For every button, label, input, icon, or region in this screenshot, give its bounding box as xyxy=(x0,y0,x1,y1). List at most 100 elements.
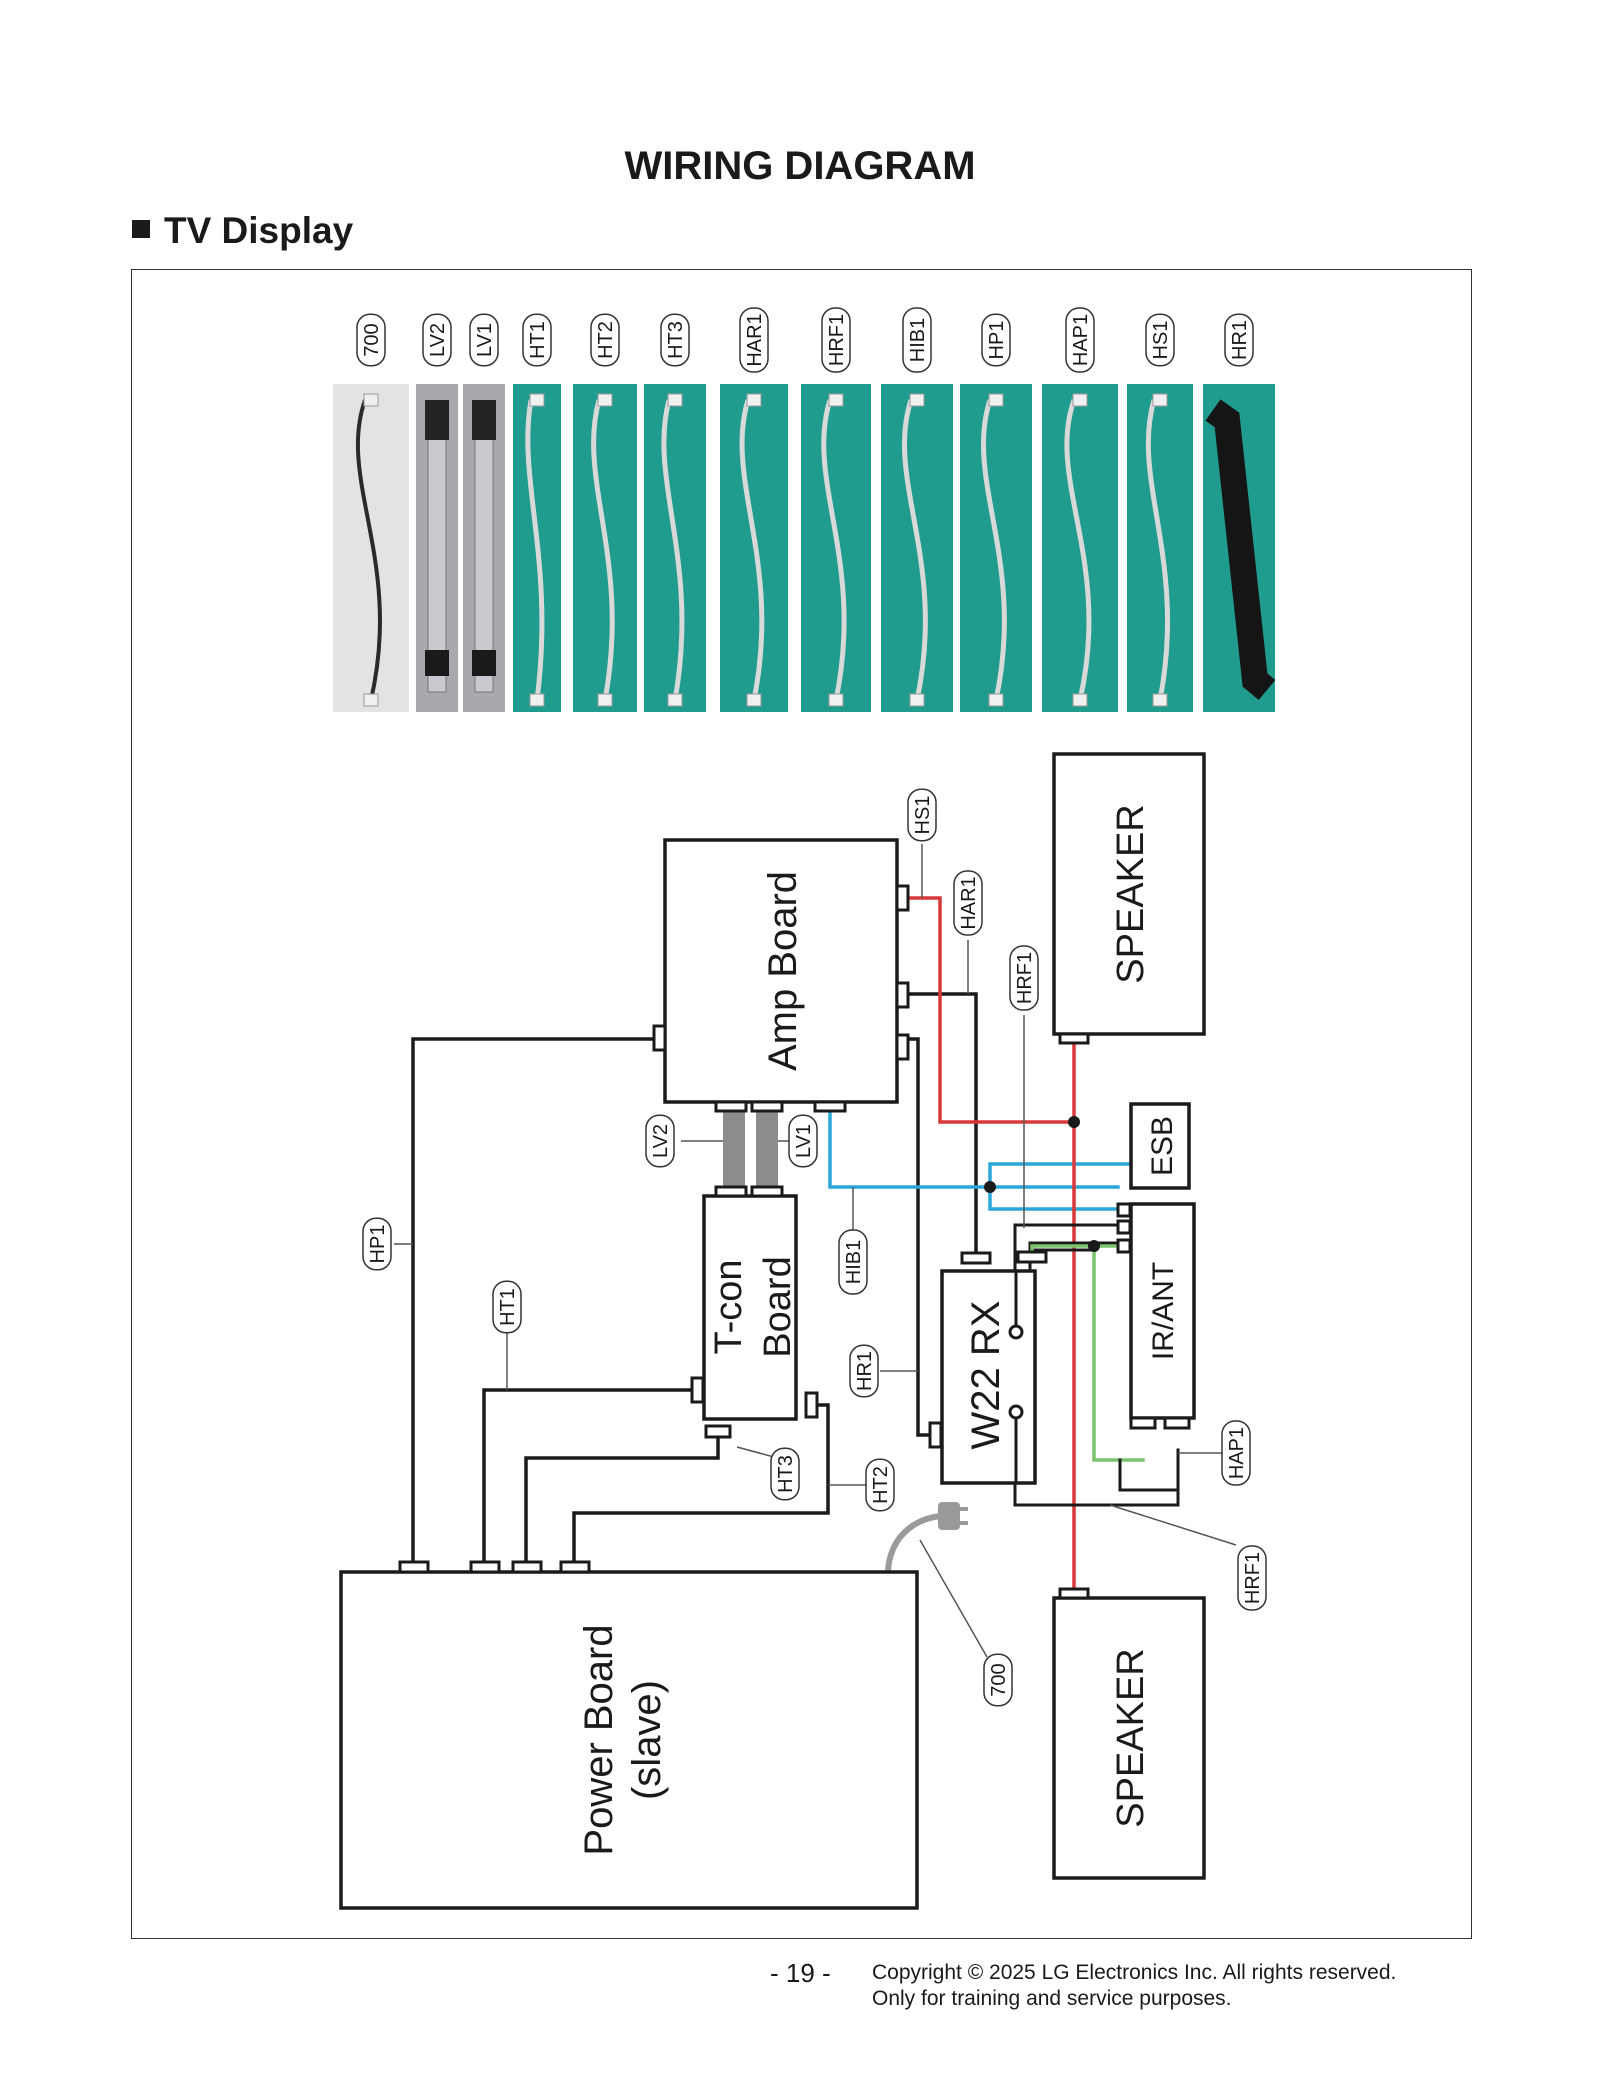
hs1-speaker-wire xyxy=(908,896,1076,1124)
ir-connector-hap1-a xyxy=(1129,1416,1157,1430)
cable-tag-hr1: HR1 xyxy=(1224,313,1254,367)
ir-connector-2 xyxy=(1116,1219,1132,1235)
cable-tag-ht2: HT2 xyxy=(590,313,620,367)
tag-har1: HAR1 xyxy=(953,870,983,936)
cable-tag-har1-text: HAR1 xyxy=(744,313,766,366)
cable-tag-har1: HAR1 xyxy=(739,307,769,373)
tag-hib1-text: HIB1 xyxy=(843,1240,865,1284)
ht3-wire xyxy=(524,1436,720,1565)
cable-tag-hs1: HS1 xyxy=(1145,313,1175,367)
tcon-board-box xyxy=(702,1194,798,1421)
blue-junction-dot xyxy=(984,1181,996,1193)
w22-connector-har1 xyxy=(960,1251,992,1265)
cable-photo-hrf1 xyxy=(801,384,871,712)
cable-tag-ht1: HT1 xyxy=(522,313,552,367)
square-bullet-icon xyxy=(132,220,150,239)
tcon-connector-ht2 xyxy=(804,1391,819,1419)
cable-tag-lv1: LV1 xyxy=(469,313,499,367)
cable-photo-hr1 xyxy=(1203,384,1276,712)
copyright-notice: Copyright © 2025 LG Electronics Inc. All… xyxy=(872,1960,1396,2012)
connector-layer xyxy=(398,884,1191,1600)
cable-tag-hib1: HIB1 xyxy=(902,307,932,373)
amp-connector-lv1 xyxy=(750,1100,784,1113)
cable-tag-lv2-text: LV2 xyxy=(427,323,449,357)
cable-photo-hp1 xyxy=(960,384,1032,712)
power-connector-ht1 xyxy=(469,1560,501,1574)
copyright-line-2: Only for training and service purposes. xyxy=(872,1987,1232,2010)
cable-tag-hs1-text: HS1 xyxy=(1150,321,1172,360)
cable-photo-700 xyxy=(333,384,409,712)
w22-terminal-upper xyxy=(1008,1324,1024,1340)
amp-board-box xyxy=(663,838,899,1104)
amp-connector-hr1 xyxy=(895,1033,910,1061)
power-board-box xyxy=(339,1570,919,1910)
power-connector-hp1 xyxy=(398,1560,430,1574)
amp-connector-hp1 xyxy=(652,1024,667,1052)
copyright-line-1: Copyright © 2025 LG Electronics Inc. All… xyxy=(872,1961,1397,1984)
tag-hr1-text: HR1 xyxy=(854,1351,876,1391)
cable-tag-hib1-text: HIB1 xyxy=(907,318,929,362)
cable-photo-ht1 xyxy=(513,384,561,712)
cable-tag-lv2: LV2 xyxy=(422,313,452,367)
power-cord xyxy=(884,1512,944,1575)
tcon-board-label-1: T-con xyxy=(708,1259,750,1354)
tag-ht2-text: HT2 xyxy=(870,1466,892,1504)
amp-connector-hib1 xyxy=(813,1100,847,1113)
tag-ht1: HT1 xyxy=(492,1280,522,1334)
cable-tag-hrf1: HRF1 xyxy=(821,307,851,373)
power-connector-ht2 xyxy=(559,1560,591,1574)
cable-photo-ht2 xyxy=(573,384,637,712)
cable-tag-hr1-text: HR1 xyxy=(1229,320,1251,360)
tag-hrf1-upper-text: HRF1 xyxy=(1014,952,1036,1004)
ht1-wire xyxy=(482,1388,696,1565)
tcon-connector-ht1 xyxy=(690,1376,705,1404)
ir-connector-1 xyxy=(1116,1202,1132,1218)
har1-wire xyxy=(908,992,978,1254)
tag-hrf1-lower-text: HRF1 xyxy=(1242,1552,1264,1604)
cable-photo-hap1 xyxy=(1042,384,1118,712)
board-layer xyxy=(339,752,1206,1910)
cable-photo-lv1 xyxy=(463,384,505,712)
power-board-label-1: Power Board xyxy=(577,1624,621,1855)
cable-photo-hib1 xyxy=(881,384,953,712)
tag-hs1-text: HS1 xyxy=(912,796,934,835)
tag-ht3: HT3 xyxy=(770,1447,800,1501)
amp-board-label: Amp Board xyxy=(761,871,805,1071)
w22-connector-hr1 xyxy=(928,1421,943,1449)
w22-terminal-lower xyxy=(1008,1404,1024,1420)
esb-label: ESB xyxy=(1146,1116,1179,1176)
cable-tag-ht3: HT3 xyxy=(660,313,690,367)
speaker-bottom-box xyxy=(1052,1596,1206,1880)
diagram-frame xyxy=(131,269,1472,1939)
section-heading-text: TV Display xyxy=(164,210,354,251)
esb-box xyxy=(1129,1102,1191,1190)
tcon-connector-ht3 xyxy=(704,1424,732,1439)
cable-tag-700: 700 xyxy=(356,313,386,367)
tag-hp1: HP1 xyxy=(362,1217,392,1271)
cable-photo-hs1 xyxy=(1127,384,1193,712)
board-labels: Amp Board T-con Board Power Board (slave… xyxy=(577,804,1180,1855)
power-connector-ht3 xyxy=(511,1560,543,1574)
hap1-wire xyxy=(1118,1448,1180,1492)
tag-lv1-text: LV1 xyxy=(793,1124,815,1158)
esb-blue-link xyxy=(988,1185,1120,1211)
power-board-label-2: (slave) xyxy=(625,1680,669,1800)
green-wire-top xyxy=(1030,1244,1096,1253)
tag-ht2: HT2 xyxy=(865,1458,895,1512)
page-title: WIRING DIAGRAM xyxy=(624,144,976,188)
cable-photo-lv2 xyxy=(416,384,458,712)
tag-hrf1-upper: HRF1 xyxy=(1009,945,1039,1011)
red-junction-dot xyxy=(1068,1116,1080,1128)
speaker-top-box xyxy=(1052,752,1206,1036)
amp-connector-hs1 xyxy=(895,884,910,912)
tag-lv2: LV2 xyxy=(645,1114,675,1168)
tag-hap1-text: HAP1 xyxy=(1226,1427,1248,1479)
cable-photo-ht3 xyxy=(644,384,706,712)
tag-hp1-text: HP1 xyxy=(367,1225,389,1264)
w22-rx-label: W22 RX xyxy=(964,1301,1008,1450)
tcon-connector-lv2 xyxy=(714,1185,748,1198)
w22-connector-top xyxy=(1016,1250,1048,1264)
tag-hib1: HIB1 xyxy=(838,1229,868,1295)
